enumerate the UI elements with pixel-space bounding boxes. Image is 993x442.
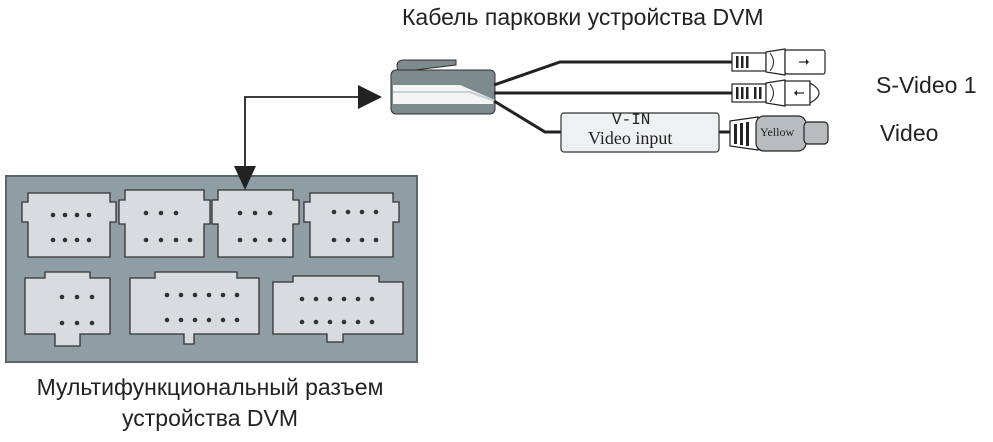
video-label: Video [880,120,939,146]
svideo-plug-2 [731,79,820,107]
rca-yellow-plug [729,115,829,152]
video-box-line1: V-IN [612,111,651,129]
svideo-label: S-Video 1 [876,72,977,98]
slot-7 [272,275,404,343]
plug-color-label: Yellow [760,125,795,139]
svideo-plug-1 [731,48,826,76]
cables [493,60,735,134]
link-arrow [234,85,382,190]
connector-caption-line1: Мультифункциональный разъем [36,374,384,400]
video-box-line2: Video input [588,128,673,148]
slot-5 [24,271,111,347]
connector-pins [50,209,379,326]
slot-2 [118,189,211,258]
cable-title: Кабель парковки устройства DVM [402,4,764,30]
slot-4 [303,192,400,258]
parking-cable-connector [390,59,496,115]
slot-1 [21,192,117,258]
connector-caption: Мультифункциональный разъем устройства D… [0,372,420,434]
slot-3 [211,189,300,258]
connector-caption-line2: устройства DVM [122,405,298,431]
video-input-box [560,112,720,153]
multifunction-connector [5,175,418,363]
slot-6 [129,271,260,345]
